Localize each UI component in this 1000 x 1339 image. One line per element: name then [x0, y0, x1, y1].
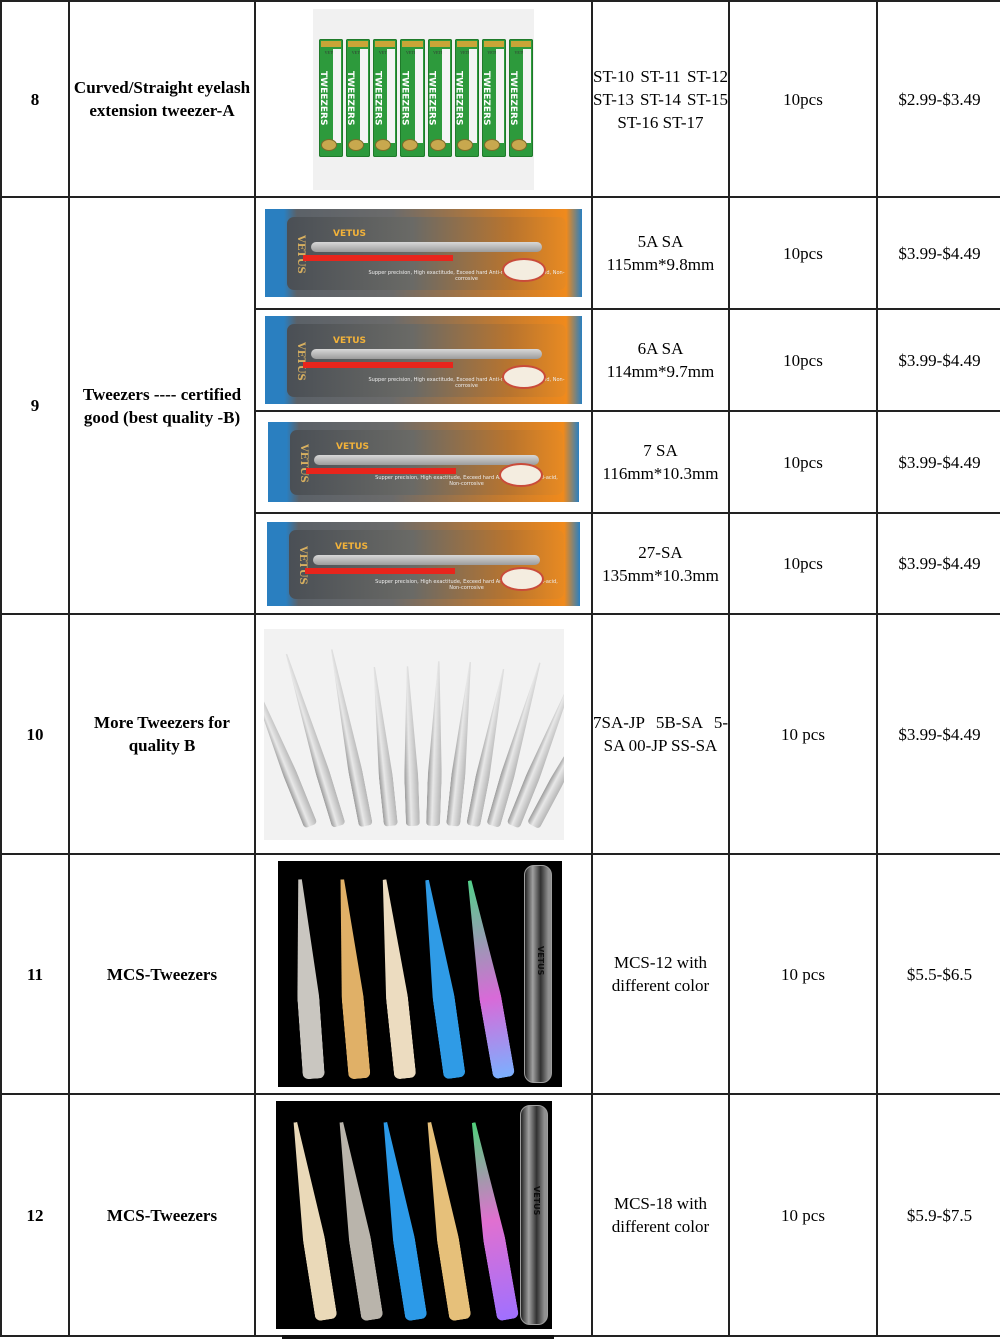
product-image-cell: VETUS [254, 853, 593, 1095]
product-image: VETUS [276, 1101, 552, 1329]
table-row: 8 Curved/Straight eyelash extension twee… [0, 0, 1000, 198]
quantity-cell: 10pcs [728, 308, 878, 412]
item-number: 12 [0, 1093, 70, 1337]
item-number: 8 [0, 0, 70, 198]
item-number: 11 [0, 853, 70, 1095]
table-row: 11 MCS-Tweezers VETUS MCS-12 with differ… [0, 853, 1000, 1095]
price-cell: $3.99-$4.49 [876, 308, 1000, 412]
next-image-edge [282, 1335, 554, 1339]
table-row: 10 More Tweezers for quality B 7SA-JP 5B… [0, 613, 1000, 855]
product-name: MCS-Tweezers [68, 1093, 256, 1337]
price-cell: $5.5-$6.5 [876, 853, 1000, 1095]
model-cell: MCS-12 with different color [591, 853, 730, 1095]
product-name: Curved/Straight eyelash extension tweeze… [68, 0, 256, 198]
price-cell: $3.99-$4.49 [876, 512, 1000, 615]
product-image-cell [254, 613, 593, 855]
quantity-cell: 10pcs [728, 410, 878, 514]
table-row: 12 MCS-Tweezers VETUS MCS-18 with differ… [0, 1093, 1000, 1337]
product-image: VETUS [278, 861, 562, 1087]
product-name: MCS-Tweezers [68, 853, 256, 1095]
price-cell: $3.99-$4.49 [876, 410, 1000, 514]
item-number: 9 [0, 196, 70, 615]
product-name: Tweezers ---- certified good (best quali… [68, 196, 256, 615]
price-cell: $2.99-$3.49 [876, 0, 1000, 198]
quantity-cell: 10 pcs [728, 613, 878, 855]
product-image [264, 628, 564, 840]
model-cell: MCS-18 with different color [591, 1093, 730, 1337]
price-cell: $3.99-$4.49 [876, 613, 1000, 855]
quantity-cell: 10pcs [728, 196, 878, 310]
product-name: More Tweezers for quality B [68, 613, 256, 855]
quantity-cell: 10pcs [728, 0, 878, 198]
product-image-cell: VETUS [254, 1093, 593, 1337]
model-cell: 7SA-JP 5B-SA 5-SA 00-JP SS-SA [591, 613, 730, 855]
item-number: 10 [0, 613, 70, 855]
quantity-cell: 10pcs [728, 512, 878, 615]
quantity-cell: 10 pcs [728, 1093, 878, 1337]
price-cell: $3.99-$4.49 [876, 196, 1000, 310]
table-row: 9 Tweezers ---- certified good (best qua… [0, 196, 1000, 615]
storage-tube: VETUS [520, 1105, 548, 1325]
quantity-cell: 10 pcs [728, 853, 878, 1095]
storage-tube: VETUS [524, 865, 552, 1083]
price-cell: $5.9-$7.5 [876, 1093, 1000, 1337]
model-cell: ST-10 ST-11 ST-12 ST-13 ST-14 ST-15 ST-1… [591, 0, 730, 198]
